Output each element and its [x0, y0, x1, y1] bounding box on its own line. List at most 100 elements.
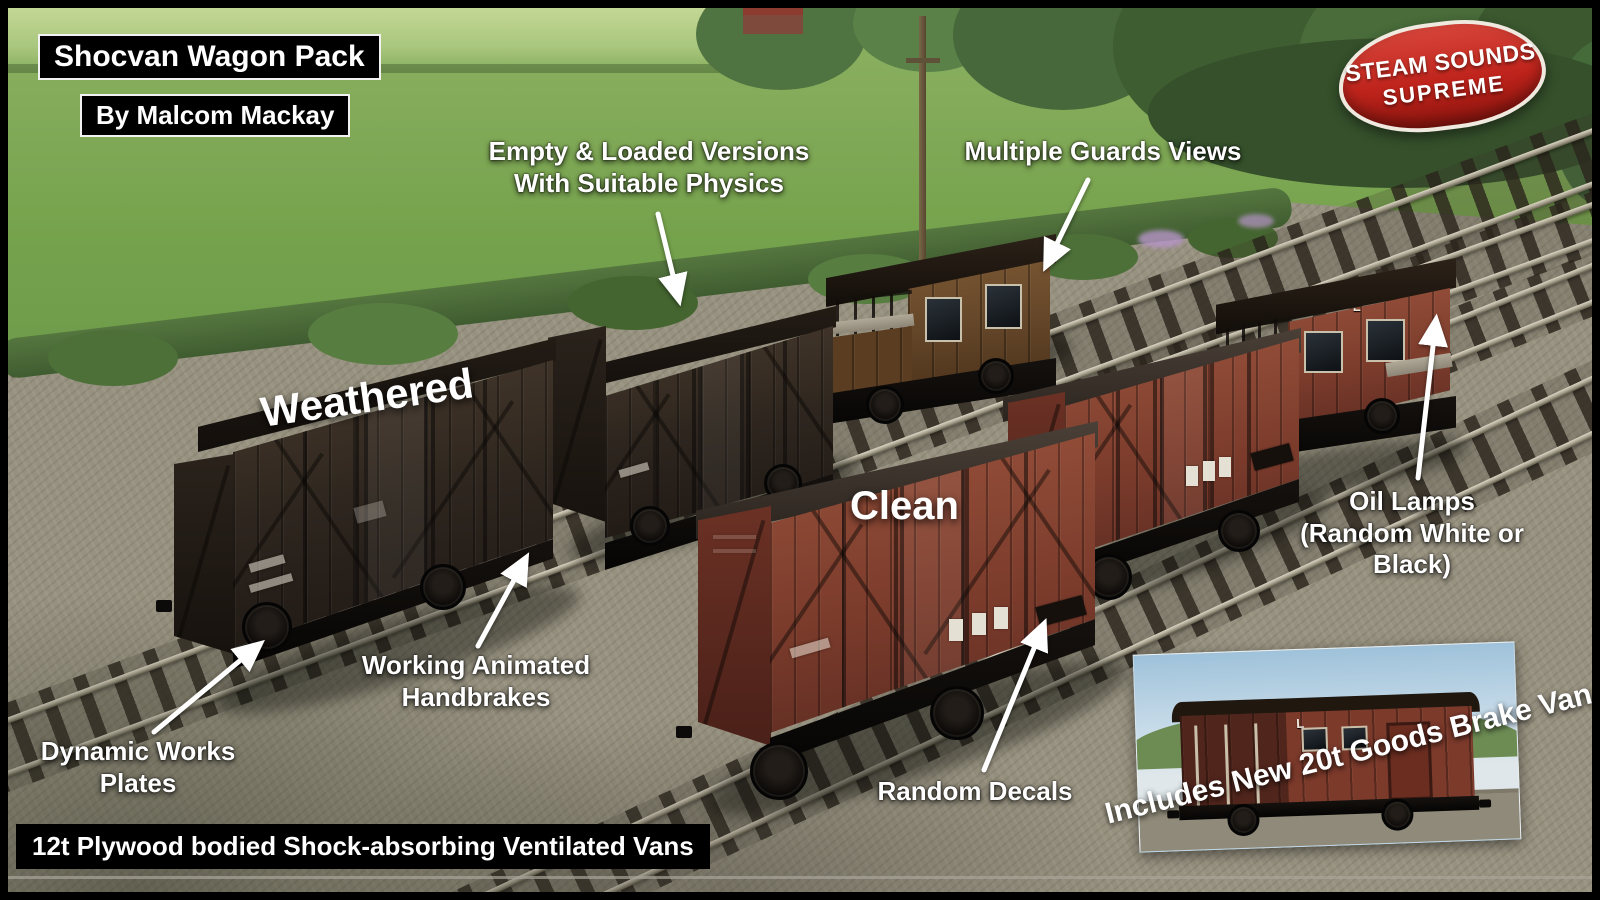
- far-veranda-deck: [1385, 352, 1453, 378]
- bottom-edge-line: [8, 876, 1592, 879]
- railing-post: [872, 296, 875, 332]
- wheel: [420, 564, 466, 610]
- buffer: [1478, 799, 1492, 808]
- brake-van-chassis: [826, 358, 1056, 425]
- strap: [965, 433, 969, 733]
- works-plate-patch: [248, 553, 286, 573]
- annotation-handbrakes: Working Animated Handbrakes: [361, 650, 591, 712]
- strap: [691, 326, 696, 538]
- wagon-shadow: [697, 633, 1139, 843]
- railing-post: [1242, 325, 1245, 363]
- van-roof: [544, 306, 836, 399]
- white-decal: [1186, 465, 1199, 486]
- annotation-works-plates: Dynamic Works Plates: [40, 736, 236, 798]
- plank-texture: [828, 326, 912, 400]
- railing-post: [1226, 328, 1229, 366]
- van-side: [770, 433, 1095, 733]
- bush: [1188, 218, 1278, 258]
- wheel: [930, 686, 984, 740]
- brace-diagonal: [629, 376, 721, 509]
- brace-diagonal: [1064, 403, 1132, 541]
- bush: [48, 330, 178, 386]
- white-decal: [971, 613, 986, 635]
- footer-caption: 12t Plywood bodied Shock-absorbing Venti…: [16, 824, 710, 869]
- arrow-guards-views: [1043, 177, 1091, 272]
- buffer: [156, 600, 172, 612]
- strap: [893, 433, 898, 733]
- page-title: Shocvan Wagon Pack: [38, 34, 381, 80]
- white-decal: [994, 607, 1009, 629]
- brace-diagonal: [1089, 385, 1184, 524]
- wheel: [866, 386, 904, 424]
- tree: [853, 8, 1003, 72]
- strap: [782, 326, 787, 538]
- annotation-empty-loaded: Empty & Loaded Versions With Suitable Ph…: [488, 136, 810, 198]
- plank-texture: [605, 326, 833, 538]
- brace-diagonal: [233, 452, 324, 637]
- label-clean: Clean: [850, 484, 959, 528]
- van-end: [698, 506, 771, 746]
- railing-post: [836, 300, 839, 336]
- buffer: [532, 478, 546, 488]
- strap: [482, 360, 487, 648]
- guard-window: [1304, 330, 1344, 374]
- guard-window: [925, 296, 962, 342]
- rail: [1111, 139, 1592, 419]
- van-end: [174, 454, 234, 654]
- tree: [1553, 38, 1592, 208]
- van-end: [1008, 392, 1065, 572]
- van-side: [605, 326, 833, 538]
- number-plate: [1250, 443, 1294, 471]
- van-underframe: [770, 619, 1095, 764]
- brace-diagonal: [995, 450, 1095, 632]
- brake-van-roof: [1216, 258, 1456, 335]
- strap: [1209, 338, 1214, 558]
- strap: [746, 326, 751, 538]
- tree: [696, 8, 866, 90]
- white-decal: [1202, 461, 1215, 482]
- white-decal: [1219, 456, 1232, 477]
- vent-slats: [712, 549, 757, 554]
- plank-texture: [770, 433, 1095, 733]
- wheel: [750, 742, 808, 800]
- railing-post: [1258, 322, 1261, 360]
- strap: [841, 433, 846, 733]
- van-end: [548, 326, 606, 522]
- veranda-panel: [1218, 354, 1292, 428]
- vent-slats: [712, 534, 757, 539]
- white-decal: [948, 619, 963, 641]
- works-plate-patch: [618, 461, 650, 478]
- steam-sounds-supreme-badge: STEAM SOUNDS SUPREME: [1332, 9, 1552, 143]
- strap: [655, 326, 660, 538]
- wildflowers: [1138, 230, 1184, 248]
- annotation-guards-views: Multiple Guards Views: [964, 136, 1242, 166]
- buffer: [676, 726, 692, 738]
- number-patch: [248, 572, 294, 593]
- buffer: [990, 556, 1004, 566]
- works-plate-patch: [788, 637, 831, 659]
- bush: [308, 303, 458, 365]
- telegraph-pole: [919, 16, 926, 346]
- wheel: [1254, 426, 1292, 464]
- tree: [953, 8, 1173, 110]
- number-plate: [1034, 595, 1087, 627]
- brace-diagonal: [700, 519, 766, 733]
- bush: [808, 254, 928, 304]
- strap: [1153, 338, 1158, 558]
- plank-texture: [1288, 288, 1450, 430]
- brake-van-chassis: [1218, 396, 1456, 464]
- brace-diagonal: [605, 393, 671, 526]
- wheel: [764, 464, 802, 502]
- annotation-random-decals: Random Decals: [877, 776, 1073, 806]
- railing-post: [854, 298, 857, 334]
- hedge-line: [8, 186, 1294, 380]
- arrow-random-decals: [981, 617, 1048, 773]
- wheel: [1086, 554, 1132, 600]
- wagon-shadow: [561, 440, 865, 578]
- brace-diagonal: [1010, 403, 1061, 564]
- bush: [1028, 234, 1138, 280]
- railing-post: [1274, 319, 1277, 357]
- veranda-rail: [830, 289, 912, 303]
- label-patch: [353, 500, 387, 524]
